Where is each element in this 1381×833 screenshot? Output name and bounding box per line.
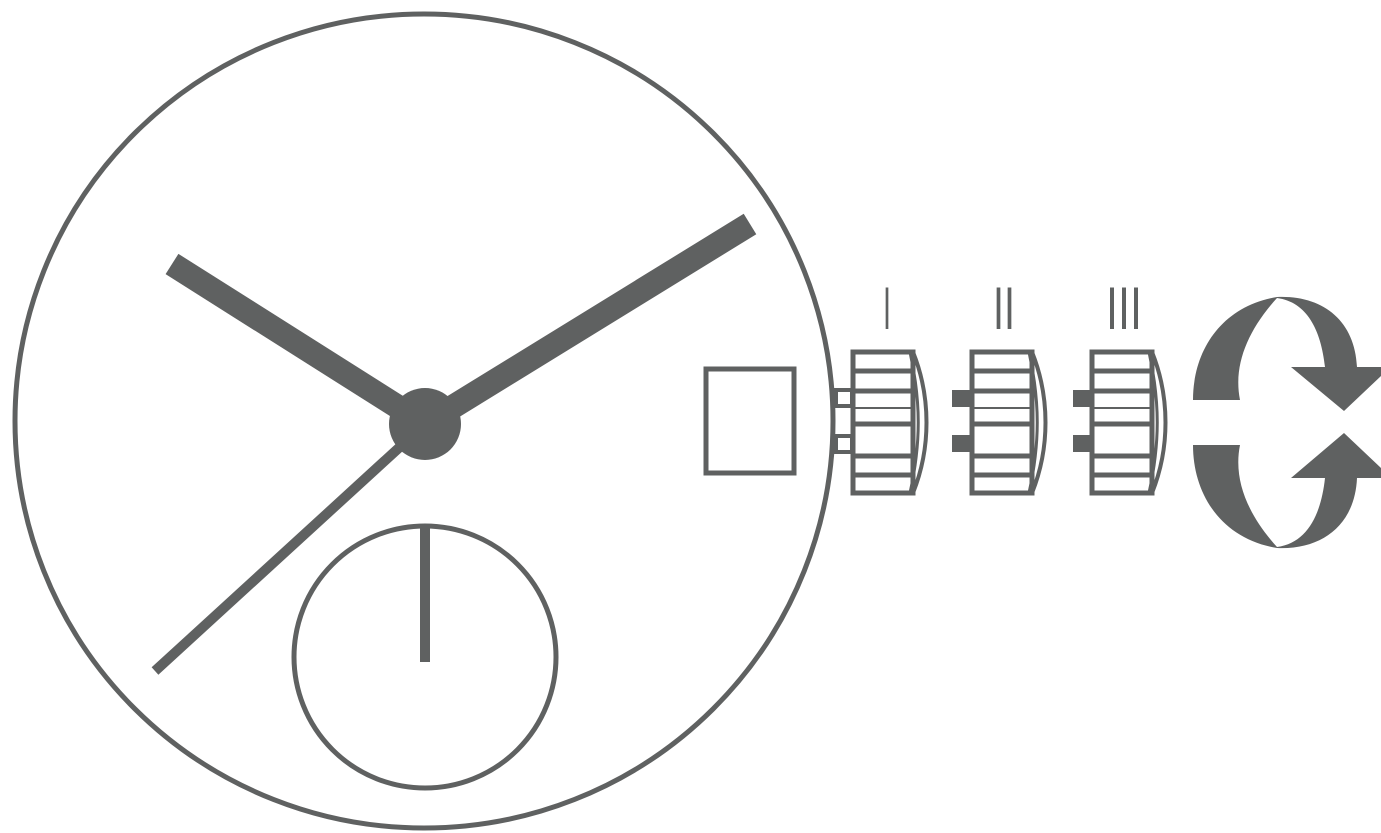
date-window-icon (703, 366, 797, 476)
crown-position-label-2: II (993, 275, 1015, 342)
crown-group (834, 349, 1168, 496)
crown-cap-inner (1147, 351, 1159, 494)
crown-icon (952, 349, 1048, 496)
crown-stem (834, 388, 854, 408)
subdial-outline (291, 523, 559, 791)
crown-position-label-3: III (1106, 275, 1142, 342)
crown-icon (1073, 349, 1168, 496)
crown-stem (834, 434, 854, 454)
crown-cap (1030, 351, 1048, 494)
crown-stem (952, 390, 974, 407)
crown-icon (834, 349, 929, 496)
crown-position-label-1: I (883, 275, 891, 342)
center-pinion (389, 388, 461, 460)
hour-hand-icon (165, 253, 432, 435)
watch-dial-icon (12, 11, 836, 831)
second-hand-icon (151, 420, 429, 675)
crown-cap-inner (908, 351, 920, 494)
rotate-arrow-bottom (1193, 433, 1381, 549)
crown-stem (952, 435, 974, 452)
crown-cap (1150, 351, 1168, 494)
rotate-arrows-icon (1193, 296, 1381, 549)
crown-cap (911, 351, 929, 494)
minute-hand-icon (418, 213, 757, 435)
small-seconds-subdial-icon (291, 523, 559, 791)
crown-cap-inner (1027, 351, 1039, 494)
rotate-arrow-top (1193, 296, 1381, 411)
dial-outline (12, 11, 836, 831)
